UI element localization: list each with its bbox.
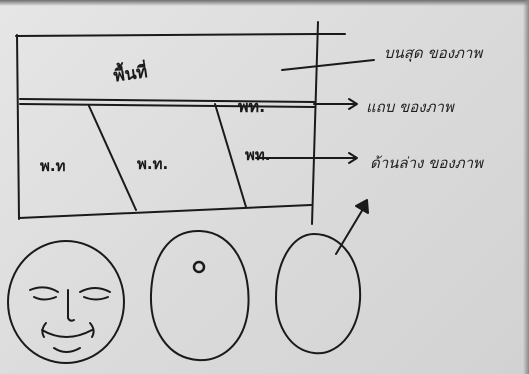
annotation-middle: แถบ ของภาพ (366, 98, 455, 116)
cell-label-2: พ.ท. (137, 155, 168, 173)
band-line-lower (20, 104, 314, 107)
cell-divider-1 (89, 106, 136, 210)
face-sketch (8, 241, 124, 363)
frame-left-line (17, 35, 19, 219)
annotation-top: บนสุด ของภาพ (384, 44, 483, 62)
header-label: พื้นที่ (112, 58, 149, 87)
annotation-bottom: ด้านล่าง ของภาพ (370, 154, 484, 172)
frame-top-line (16, 34, 318, 36)
frame-right-line (312, 22, 318, 224)
dot-oval-sketch (151, 231, 249, 360)
band-line-upper (20, 99, 314, 102)
cell-label-3: พท. (245, 146, 270, 164)
cell-divider-2 (215, 104, 246, 207)
cell-label-1: พ.ท (40, 157, 66, 175)
frame-bottom-line (19, 205, 311, 218)
header-pointer-line (282, 60, 374, 70)
band-label: พท. (238, 97, 265, 116)
pointed-oval-sketch (276, 200, 368, 353)
